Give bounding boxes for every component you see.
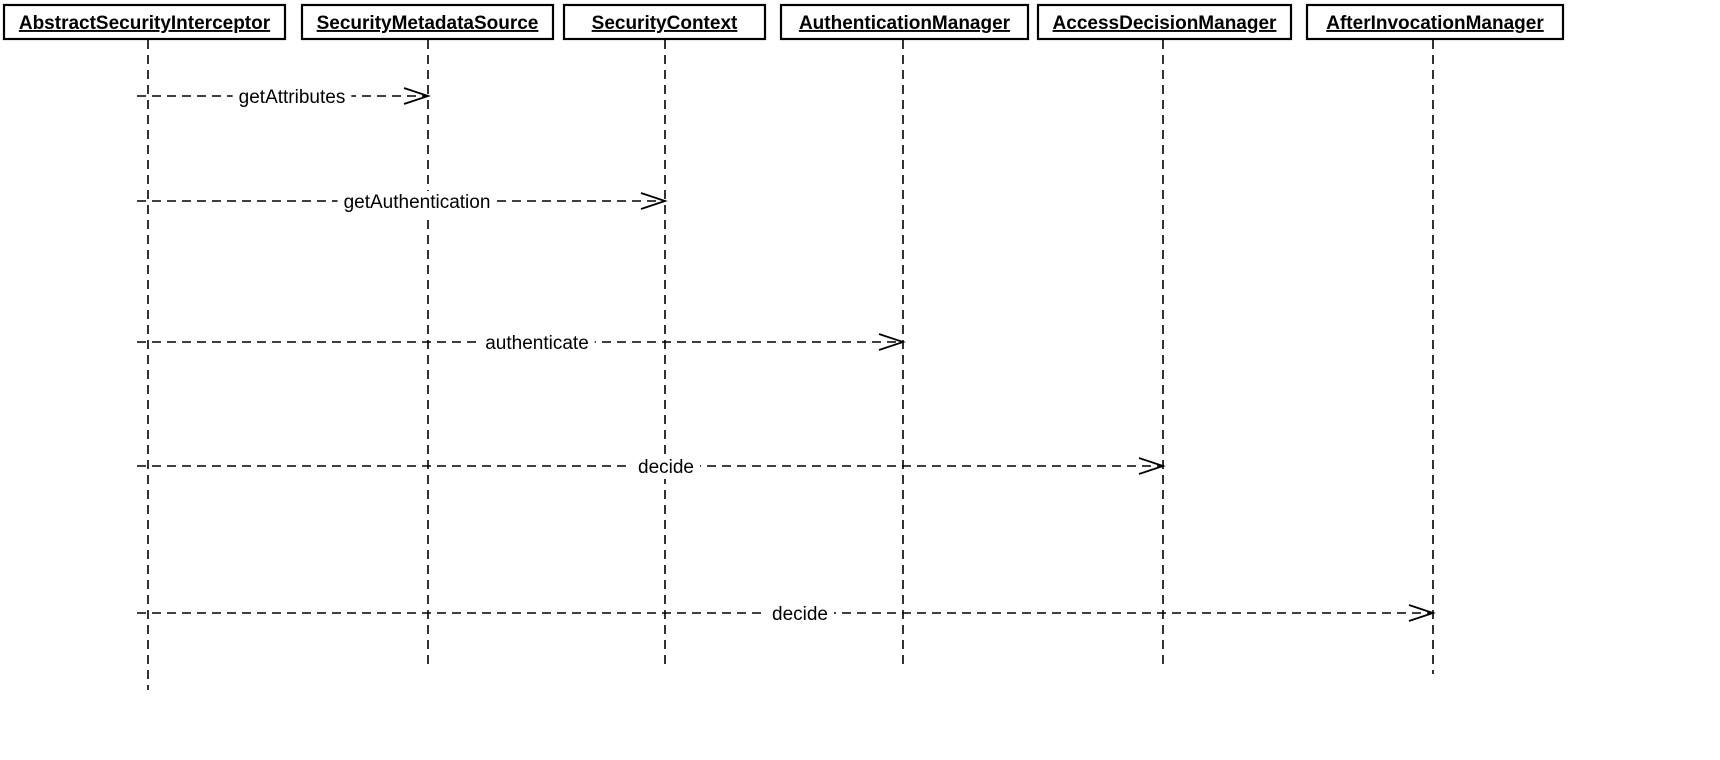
message-2: getAuthentication xyxy=(137,191,668,214)
open-arrowhead-icon xyxy=(1138,457,1166,475)
participant-access-decision-manager: AccessDecisionManager xyxy=(1036,3,1293,41)
message-label-background xyxy=(632,456,700,479)
message-label-background xyxy=(232,86,352,109)
message-1: getAttributes xyxy=(137,86,431,109)
participant-box xyxy=(779,3,1030,41)
participant-label: AbstractSecurityInterceptor xyxy=(19,13,271,34)
participant-box xyxy=(562,3,767,41)
participants: AbstractSecurityInterceptor SecurityMetad… xyxy=(2,3,1565,41)
lifelines xyxy=(147,40,1434,690)
message-label-background xyxy=(337,191,497,214)
message-5: decide xyxy=(137,603,1436,626)
participant-box xyxy=(1036,3,1293,41)
participant-security-metadata-source: SecurityMetadataSource xyxy=(300,3,555,41)
participant-box xyxy=(300,3,555,41)
participant-label: AfterInvocationManager xyxy=(1326,13,1544,34)
open-arrowhead-icon xyxy=(1408,604,1436,622)
message-label: getAuthentication xyxy=(344,192,491,213)
participant-abstract-security-interceptor: AbstractSecurityInterceptor xyxy=(2,3,287,41)
open-arrowhead-icon xyxy=(403,87,431,105)
message-label: decide xyxy=(638,457,694,478)
message-label-background xyxy=(479,332,595,355)
participant-security-context: SecurityContext xyxy=(562,3,767,41)
open-arrowhead-icon xyxy=(878,333,906,351)
participant-label: SecurityMetadataSource xyxy=(317,13,539,34)
participant-box xyxy=(1305,3,1565,41)
message-label: authenticate xyxy=(485,333,589,354)
participant-after-invocation-manager: AfterInvocationManager xyxy=(1305,3,1565,41)
open-arrowhead-icon xyxy=(640,192,668,210)
message-label: decide xyxy=(772,604,828,625)
participant-box xyxy=(2,3,287,41)
participant-authentication-manager: AuthenticationManager xyxy=(779,3,1030,41)
participant-label: SecurityContext xyxy=(592,13,738,34)
participant-label: AuthenticationManager xyxy=(799,13,1011,34)
message-3: authenticate xyxy=(137,332,906,355)
message-label: getAttributes xyxy=(239,87,346,108)
message-4: decide xyxy=(137,456,1166,479)
messages: getAttributes getAuthentication authentica… xyxy=(137,86,1436,626)
message-label-background xyxy=(766,603,834,626)
participant-label: AccessDecisionManager xyxy=(1053,13,1277,34)
